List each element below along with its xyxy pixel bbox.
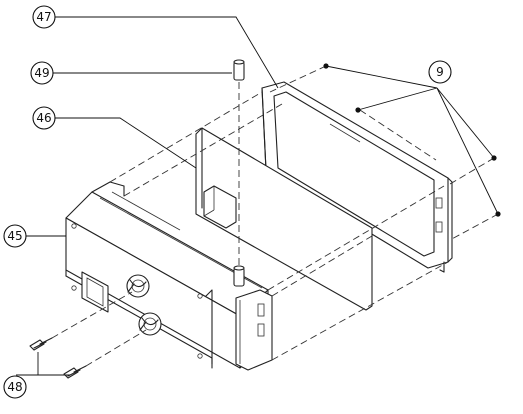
callout-47-label: 47 (36, 10, 51, 24)
callout-49-label: 49 (34, 66, 49, 80)
callout-9-label: 9 (436, 65, 444, 79)
callout-48: 48 (3, 375, 27, 399)
part-47-bezel-frame (261, 81, 453, 273)
callout-45: 45 (3, 224, 27, 248)
callout-46-label: 46 (36, 111, 51, 125)
callout-48-label: 48 (7, 380, 22, 394)
part-49-pin-upper (233, 59, 245, 81)
callout-49: 49 (30, 61, 54, 85)
callout-47: 47 (32, 5, 56, 29)
callout-46: 46 (32, 106, 56, 130)
callout-9: 9 (428, 60, 452, 84)
part-49-pin-lower (233, 265, 245, 287)
assembly-dash-lines (51, 65, 499, 367)
knob-upper (126, 274, 150, 298)
part-48-screw-upper (29, 337, 53, 351)
leader-lines (16, 16, 499, 376)
knob-lower (138, 312, 162, 336)
callout-45-label: 45 (7, 229, 22, 243)
part-48-screw-lower (63, 365, 87, 379)
part-46-partition-panel (195, 127, 373, 311)
